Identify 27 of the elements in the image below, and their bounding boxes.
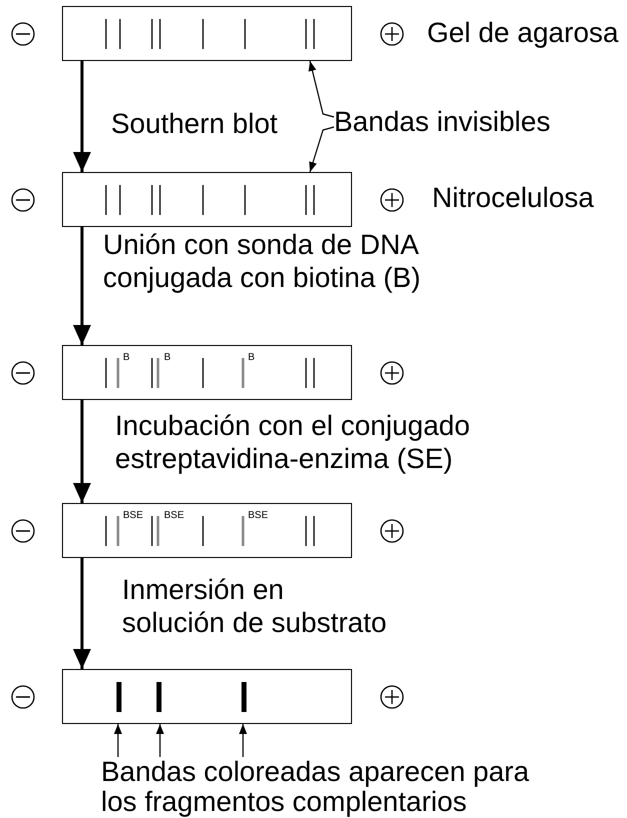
note-text: Bandas coloreadas aparecen para los fragmentos complentarios: [101, 757, 571, 817]
gel-strip: [62, 172, 352, 227]
arrow: [114, 724, 122, 757]
band-label: B: [123, 353, 130, 363]
gel-strip: [62, 6, 352, 61]
arrow: [239, 724, 247, 757]
arrow: [309, 126, 334, 172]
edge-label: Unión con sonda de DNA conjugada con biotina (B): [103, 228, 422, 294]
arrow: [156, 724, 164, 757]
band-label: BSE: [248, 511, 268, 521]
arrow: [308, 60, 334, 118]
band-label: B: [164, 353, 171, 363]
edge-label: Incubación con el conjugado estreptavidina-enzima (SE): [115, 409, 471, 475]
gel-strip: [62, 669, 352, 724]
arrow: [73, 558, 91, 669]
arrow: [73, 61, 91, 172]
strip-caption: Gel de agarosa: [427, 17, 618, 49]
band-label: B: [248, 353, 255, 363]
band-label: BSE: [123, 511, 144, 521]
note-text: Bandas invisibles: [334, 107, 584, 137]
arrow: [73, 400, 91, 503]
gel-strip: [62, 345, 352, 400]
strip-caption: Nitrocelulosa: [432, 182, 594, 214]
edge-label: Inmersión en solución de substrato: [122, 573, 388, 639]
arrow: [73, 227, 91, 345]
gel-strip: [62, 503, 352, 558]
band-label: BSE: [164, 511, 184, 521]
